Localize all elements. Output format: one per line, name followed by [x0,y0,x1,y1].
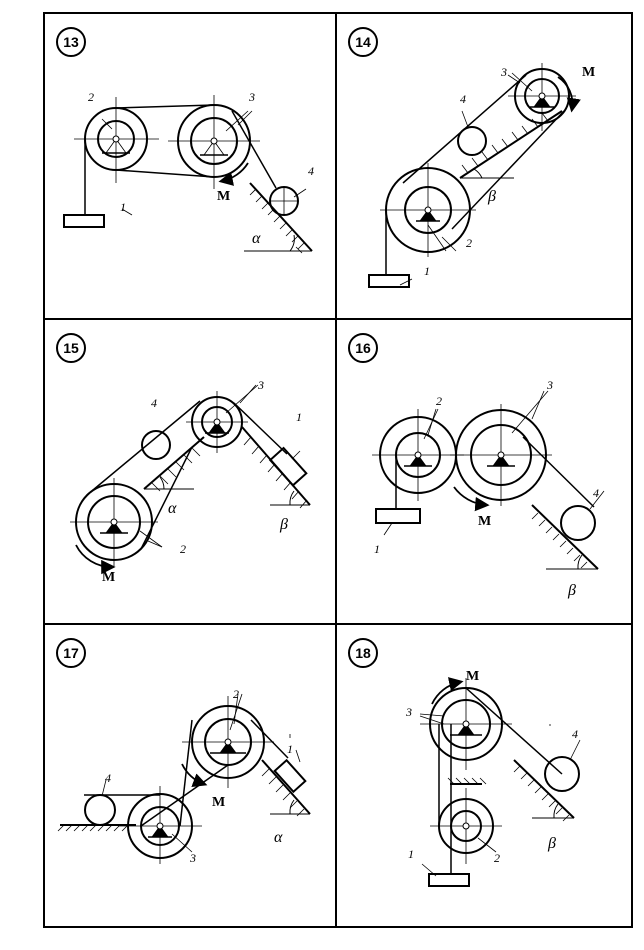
angle-alpha-label: α [168,500,177,517]
panel-13: 13 [44,13,336,319]
label-4: 4 [308,164,314,178]
panel-18: 18 [336,624,632,927]
panel-number: 16 [348,333,378,363]
label-2: 2 [88,90,94,104]
mechanism-diagram-18 [419,677,581,887]
mechanism-diagram-15 [70,384,311,575]
moment-label: M [102,570,116,585]
label-2: 2 [494,851,500,865]
mechanism-diagram-13 [63,95,313,254]
label-2: 2 [436,394,442,408]
panel-number: 15 [56,333,86,363]
label-1: 1 [296,410,302,424]
label-3: 3 [547,378,553,392]
mechanism-diagram-14 [368,63,581,288]
panel-17: 17 [44,624,336,927]
mechanism-diagram-17 [57,693,311,864]
label-4: 4 [572,727,578,741]
label-3: 3 [258,378,264,392]
label-4: 4 [593,486,599,500]
label-2: 2 [466,236,472,250]
panel-number: 17 [56,638,86,668]
label-4: 4 [151,396,157,410]
panel-number: 14 [348,27,378,57]
label-3: 3 [406,705,412,719]
moment-label: M [478,514,492,529]
mechanism-diagram-16 [372,390,605,570]
label-2: 2 [233,687,239,701]
label-1: 1 [374,542,380,556]
label-3: 3 [190,851,196,865]
angle-label: β [568,582,576,599]
label-1: 1 [408,847,414,861]
label-4: 4 [460,92,466,106]
angle-beta-label: β [280,516,288,533]
label-2: 2 [180,542,186,556]
panel-16: 16 [336,319,632,624]
label-1: 1 [424,264,430,278]
label-3: 3 [249,90,255,104]
moment-label: M [582,65,596,80]
label-1: 1 [287,742,293,756]
panel-number: 18 [348,638,378,668]
panel-14: 14 [336,13,632,319]
angle-label: β [488,188,496,205]
angle-label: α [274,829,283,846]
label-3: 3 [501,65,507,79]
label-1: 1 [120,200,126,214]
moment-label: M [217,189,231,204]
label-4: 4 [105,771,111,785]
angle-label: β [548,835,556,852]
moment-label: M [212,795,226,810]
panel-15: 15 [44,319,336,624]
moment-label: M [466,669,480,684]
panel-number: 13 [56,27,86,57]
angle-label: α [252,230,261,247]
